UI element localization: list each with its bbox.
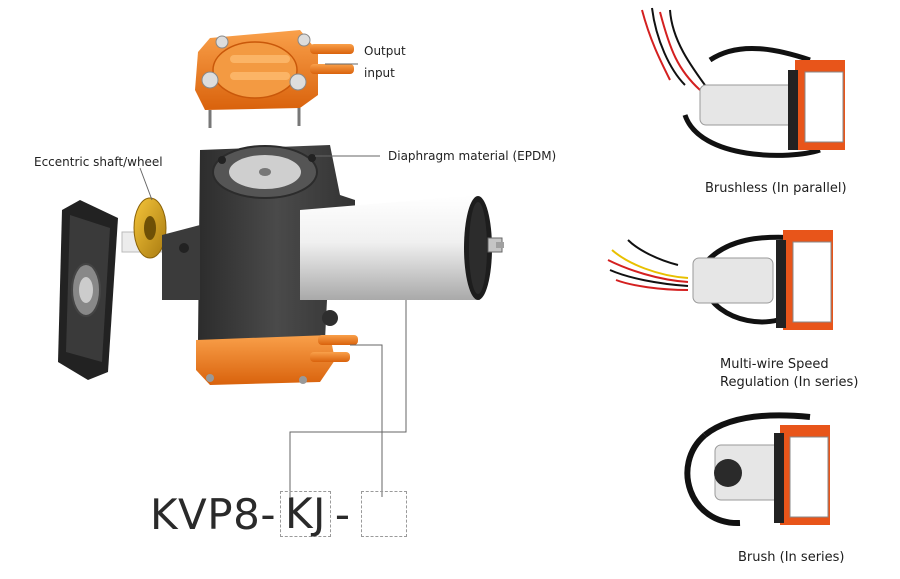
variant-brushless-image [641,7,845,158]
variant-multiwire-image [607,230,833,330]
pump-head-bottom [196,310,358,385]
model-prefix: KVP8- [150,489,276,539]
output-label: Output [364,44,406,58]
input-label: input [364,66,395,80]
caption-multiwire-line1: Multi-wire Speed [720,357,829,372]
model-variant-box: KJ [279,491,331,537]
diaphragm-label: Diaphragm material (EPDM) [388,149,557,163]
leader-lines [139,63,407,497]
caption-brush: Brush (In series) [738,550,845,565]
caption-brushless: Brushless (In parallel) [705,181,847,196]
model-suffix-box [360,491,407,537]
caption-multiwire-line2: Regulation (In series) [720,375,859,390]
motor-can [300,195,504,300]
variant-brush-image [684,412,830,527]
model-separator: - [334,489,351,539]
back-plate [58,200,118,380]
pump-body [162,145,355,350]
model-code: KVP8- KJ - [150,484,407,544]
eccentric-label: Eccentric shaft/wheel [34,155,163,169]
eccentric-wheel [121,197,167,259]
pump-head-top [195,30,354,128]
